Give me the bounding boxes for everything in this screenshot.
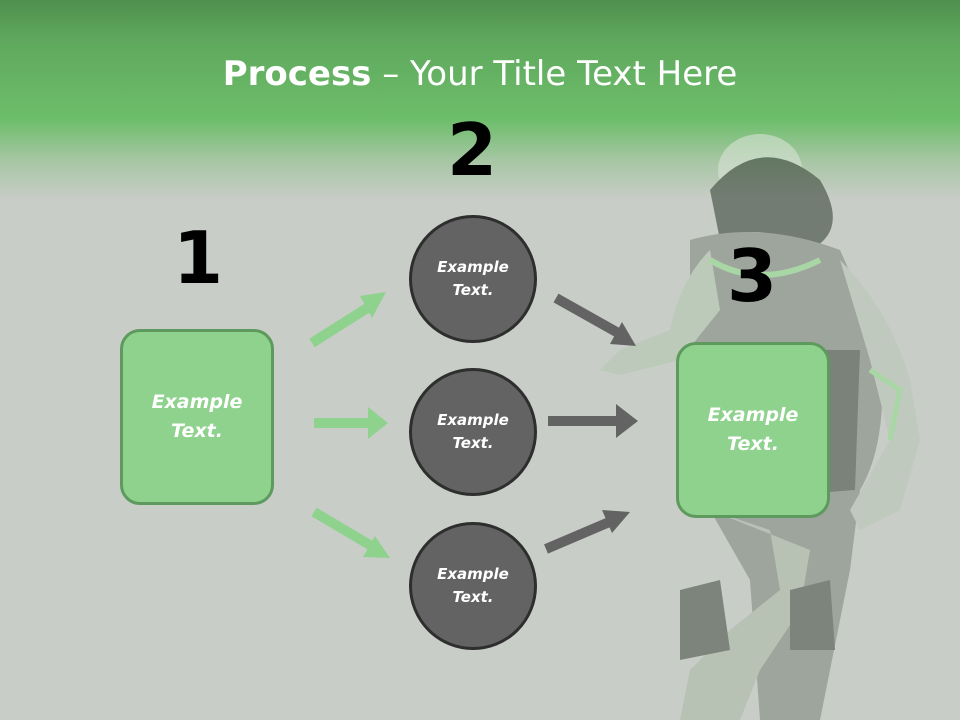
step-number-3: 3 (726, 234, 778, 318)
left-box-line1: Example (151, 391, 243, 413)
left-box-line2: Text. (171, 420, 223, 442)
slide-title: Process – Your Title Text Here (0, 52, 960, 96)
arrow-green-down (311, 507, 390, 558)
arrow-dark-up (544, 510, 630, 554)
circle-bottom: Example Text. (409, 522, 537, 650)
right-box-line1: Example (707, 404, 799, 426)
circle-middle: Example Text. (409, 368, 537, 496)
arrow-green-up (309, 292, 386, 348)
arrow-dark-right (548, 404, 638, 438)
circle-bottom-line1: Example (437, 565, 509, 583)
right-box-line2: Text. (727, 433, 779, 455)
title-bold: Process (222, 54, 372, 94)
step-number-1: 1 (172, 216, 224, 300)
arrow-green-right (314, 407, 388, 439)
circle-top-line2: Text. (452, 281, 494, 299)
circle-top: Example Text. (409, 215, 537, 343)
circle-middle-line2: Text. (452, 434, 494, 452)
left-step-box: Example Text. (120, 329, 274, 505)
circle-middle-line1: Example (437, 411, 509, 429)
circle-top-line1: Example (437, 258, 509, 276)
step-number-2: 2 (446, 108, 498, 192)
arrow-dark-down (553, 293, 636, 346)
right-step-box: Example Text. (676, 342, 830, 518)
title-rest: – Your Title Text Here (371, 54, 738, 94)
circle-bottom-line2: Text. (452, 588, 494, 606)
